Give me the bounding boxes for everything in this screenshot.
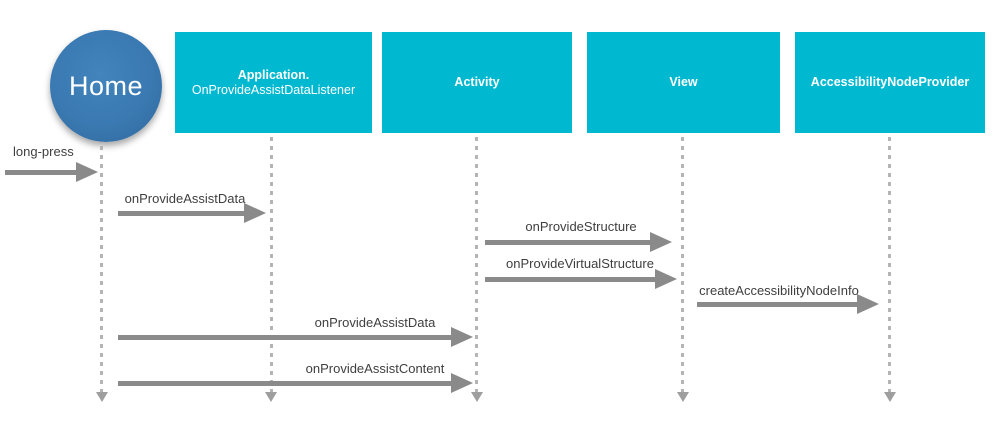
actor-application-line2: OnProvideAssistDataListener xyxy=(191,82,356,97)
actor-activity: Activity xyxy=(382,32,572,133)
message-arrow-head-icon xyxy=(451,373,473,393)
message-arrow-line xyxy=(485,240,650,245)
lifeline-end-arrow-icon xyxy=(677,392,689,402)
message-arrow-head-icon xyxy=(857,294,879,314)
message-label-createaccessibilitynodeinfo: createAccessibilityNodeInfo xyxy=(699,283,859,298)
lifeline-activity xyxy=(475,137,478,392)
lifeline-accessibility-node-provider xyxy=(888,137,891,392)
message-arrow-head-icon xyxy=(451,327,473,347)
home-label: Home xyxy=(68,70,144,101)
actor-view-label: View xyxy=(669,75,698,89)
message-label-onprovideassistdata: onProvideAssistData xyxy=(124,191,246,206)
message-label-onprovidestructure: onProvideStructure xyxy=(525,219,637,234)
actor-view: View xyxy=(587,32,780,133)
lifeline-view xyxy=(681,137,684,392)
home-start-node: Home xyxy=(50,30,162,142)
lifeline-application xyxy=(270,137,273,392)
message-arrow-head-icon xyxy=(244,203,266,223)
lifeline-end-arrow-icon xyxy=(265,392,277,402)
message-label-onprovideassistdata-2: onProvideAssistData xyxy=(314,315,436,330)
actor-application-line1: Application. xyxy=(237,67,310,82)
message-label-long-press: long-press xyxy=(13,144,74,159)
message-arrow-head-icon xyxy=(655,269,677,289)
lifeline-home xyxy=(100,146,103,392)
message-arrow-head-icon xyxy=(76,162,98,182)
lifeline-end-arrow-icon xyxy=(884,392,896,402)
message-arrow-line xyxy=(485,277,655,282)
message-arrow-head-icon xyxy=(650,232,672,252)
message-arrow-line xyxy=(118,335,451,340)
message-label-onprovideassistcontent: onProvideAssistContent xyxy=(305,361,445,376)
message-arrow-line xyxy=(118,381,451,386)
message-arrow-line xyxy=(118,211,244,216)
actor-activity-label: Activity xyxy=(454,75,500,89)
actor-application: Application. OnProvideAssistDataListener xyxy=(175,32,372,133)
lifeline-end-arrow-icon xyxy=(471,392,483,402)
message-arrow-line xyxy=(5,170,76,175)
lifeline-end-arrow-icon xyxy=(96,392,108,402)
actor-anp-label: AccessibilityNodeProvider xyxy=(810,75,970,89)
actor-accessibility-node-provider: AccessibilityNodeProvider xyxy=(795,32,985,133)
message-label-onprovidevirtualstructure: onProvideVirtualStructure xyxy=(506,256,654,271)
message-arrow-line xyxy=(697,302,857,307)
